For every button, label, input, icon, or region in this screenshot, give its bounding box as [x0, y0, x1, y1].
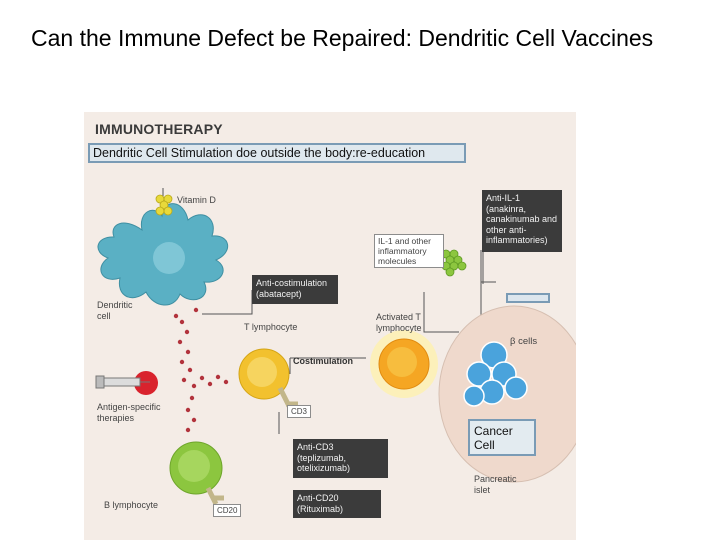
activated-t-nucleus — [387, 347, 417, 377]
il1-arrow-line — [423, 292, 459, 333]
blue-bar-annotation — [506, 293, 550, 303]
slide-title: Can the Immune Defect be Repaired: Dendr… — [31, 25, 654, 51]
anti-il1-box: Anti-IL-1 (anakinra, canakinumab and oth… — [482, 190, 562, 252]
t-lymphocyte-nucleus — [247, 357, 277, 387]
beta-cells-label: β cells — [510, 336, 538, 347]
antigen-therapy-blob — [134, 371, 158, 395]
vitamin-d-label: Vitamin D — [177, 195, 216, 205]
beta-cell-cluster — [463, 341, 528, 407]
il1-molecules-icon — [441, 249, 467, 277]
antigen-dots — [173, 307, 229, 433]
cancer-cell-callout: Cancer Cell — [468, 419, 536, 456]
cd20-receptor — [205, 486, 224, 506]
cd3-tag: CD3 — [287, 405, 312, 418]
antigen-specific-label: Antigen-specific therapies — [97, 402, 161, 423]
anti-cd20-box: Anti-CD20 (Rituximab) — [293, 490, 381, 518]
b-lymphocyte-nucleus — [178, 450, 210, 482]
t-lymphocyte-label: T lymphocyte — [244, 322, 298, 332]
immunotherapy-figure: IMMUNOTHERAPY Dendritic Cell Stimulation… — [84, 112, 576, 540]
activated-t-label: Activated T lymphocyte — [376, 312, 422, 333]
cd20-tag: CD20 — [213, 504, 242, 517]
dendritic-stimulation-callout: Dendritic Cell Stimulation doe outside t… — [88, 143, 466, 163]
figure-heading: IMMUNOTHERAPY — [95, 121, 223, 137]
pancreatic-islet-label: Pancreatic islet — [474, 474, 517, 495]
syringe-icon — [95, 375, 150, 389]
beta-cell — [504, 376, 528, 400]
anti-costim-line — [202, 290, 253, 315]
vitamin-d-icon — [155, 194, 173, 216]
dendritic-cell-label: Dendritic cell — [97, 300, 133, 321]
costimulation-label: Costimulation — [293, 356, 353, 366]
b-lymphocyte-label: B lymphocyte — [104, 500, 159, 510]
cd3-receptor — [277, 386, 298, 410]
anti-costimulation-box: Anti-costimulation (abatacept) — [252, 275, 338, 304]
dendritic-cell-shape — [97, 203, 228, 306]
il1-molecules-label: IL-1 and other inflammatory molecules — [374, 234, 444, 268]
anti-cd3-box: Anti-CD3 (teplizumab, otelixizumab) — [293, 439, 388, 478]
beta-cell — [466, 361, 492, 387]
beta-cell — [463, 385, 485, 407]
